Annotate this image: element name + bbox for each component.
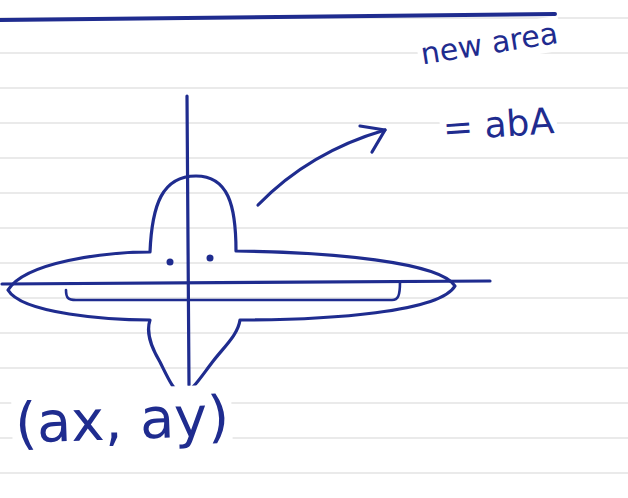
stretched-shape <box>8 176 455 394</box>
ruled-line <box>0 192 628 193</box>
ruled-line <box>0 157 628 158</box>
width-bracket <box>66 282 400 300</box>
ruled-line <box>0 367 628 368</box>
eye-dot <box>207 255 214 262</box>
ruled-line <box>0 297 628 298</box>
point-coordinates: (ax, ay) <box>11 384 233 456</box>
x-axis <box>2 281 490 284</box>
ruled-line <box>0 262 628 263</box>
ruled-line <box>0 472 628 473</box>
eye-dot <box>167 259 174 266</box>
arrow-head <box>360 126 385 152</box>
pointer-arrow <box>258 130 385 205</box>
ruled-line <box>0 332 628 333</box>
ruled-lines <box>0 18 628 473</box>
area-formula: = abA <box>439 100 559 149</box>
area-note: new area <box>415 16 563 73</box>
ruled-line <box>0 227 628 228</box>
y-axis <box>187 96 189 385</box>
top-rule <box>0 14 555 20</box>
ruled-line <box>0 87 628 88</box>
